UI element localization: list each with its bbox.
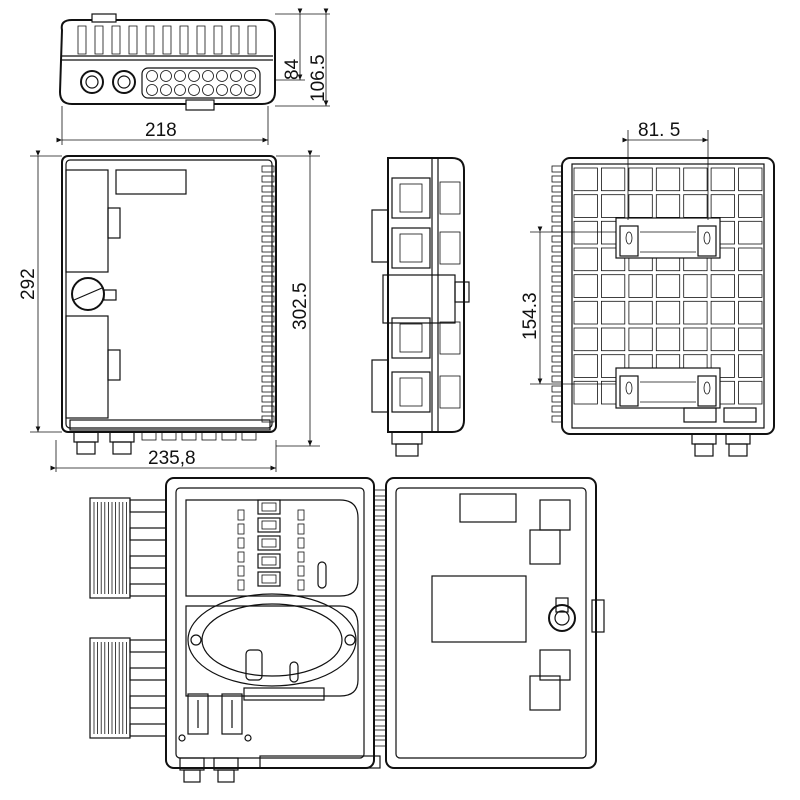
dim-top-depth-outer: 106.5 — [308, 54, 329, 102]
dim-top-width: 218 — [145, 120, 177, 141]
dim-back-rail-spacing: 81. 5 — [638, 120, 680, 141]
dim-front-height-total: 302.5 — [290, 282, 311, 330]
dim-front-width: 235,8 — [148, 448, 196, 469]
dim-top-depth-inner: 84 — [282, 58, 303, 80]
top-view — [56, 8, 330, 145]
dim-back-mount-height: 154.3 — [520, 292, 541, 340]
front-view — [30, 150, 320, 472]
dim-front-height: 292 — [18, 268, 39, 300]
open-view — [89, 477, 605, 783]
side-view — [371, 157, 470, 457]
back-view — [530, 130, 775, 457]
